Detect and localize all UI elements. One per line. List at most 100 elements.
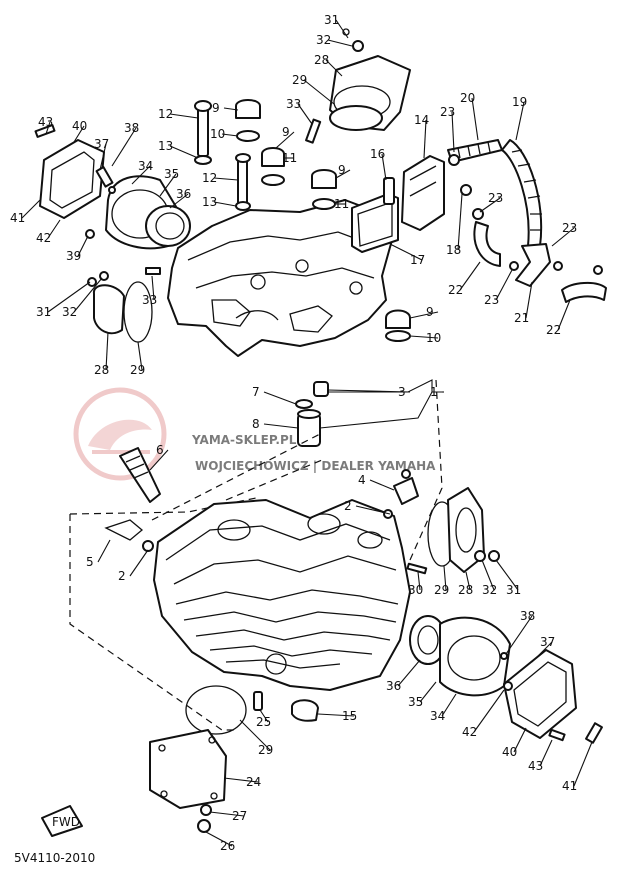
callout-34: 34 — [430, 709, 445, 723]
leader-line-35 — [159, 173, 177, 197]
callout-7: 7 — [252, 385, 260, 399]
leader-line-7 — [263, 391, 297, 405]
callout-3: 3 — [398, 385, 406, 399]
callout-21: 21 — [514, 311, 529, 325]
leader-line-17 — [389, 243, 423, 261]
leader-line-42 — [473, 689, 505, 733]
leader-line-34 — [441, 693, 457, 717]
leader-line-5 — [97, 539, 111, 563]
leader-line-36 — [397, 659, 421, 687]
callout-9: 9 — [426, 305, 434, 319]
callout-28: 28 — [458, 583, 473, 597]
leader-line-23 — [551, 227, 575, 247]
callout-14: 14 — [414, 113, 429, 127]
callout-42: 42 — [462, 725, 477, 739]
callout-15: 15 — [342, 709, 357, 723]
leader-line-37 — [531, 641, 553, 663]
leader-line-40 — [73, 125, 85, 143]
leader-line-29 — [239, 719, 271, 751]
leader-line-28 — [465, 571, 471, 591]
callout-13: 13 — [202, 195, 217, 209]
callout-34: 34 — [138, 159, 153, 173]
callout-33: 33 — [142, 293, 157, 307]
upper-head-cover — [167, 199, 393, 357]
callout-31: 31 — [324, 13, 339, 27]
leader-line-40 — [513, 727, 527, 753]
spark-plug — [119, 447, 419, 505]
leader-line-18 — [457, 193, 463, 251]
fwd-arrow: FWD — [41, 805, 83, 837]
leader-line-41 — [21, 199, 41, 219]
reed-valve-assembly — [351, 155, 445, 253]
callout-8: 8 — [252, 417, 260, 431]
callout-13: 13 — [158, 139, 173, 153]
watermark: YAMA-SKLEP.PL WOJCIECHOWICZ | DEALER YAM… — [73, 387, 436, 481]
leader-line-22 — [557, 299, 571, 331]
callout-11: 11 — [282, 151, 297, 165]
intake-joint-right — [406, 487, 500, 575]
leader-line-10 — [409, 335, 439, 339]
leader-line-16 — [381, 153, 387, 181]
hoses — [447, 139, 607, 303]
leader-line-9 — [335, 169, 351, 179]
leader-line-14 — [423, 119, 427, 159]
leader-line-23 — [479, 197, 501, 213]
callout-32: 32 — [316, 33, 331, 47]
leader-line-31 — [495, 559, 519, 591]
callout-37: 37 — [540, 635, 555, 649]
intake-joint-top — [329, 28, 411, 131]
callout-29: 29 — [292, 73, 307, 87]
leader-line-29 — [137, 341, 143, 371]
diagram-code: 5V4110-2010 — [14, 851, 95, 865]
callout-33: 33 — [286, 97, 301, 111]
leader-line-24 — [223, 777, 259, 783]
leader-line-30 — [417, 571, 421, 591]
leader-line-4 — [369, 479, 395, 491]
group-brackets — [319, 379, 444, 429]
leader-line-25 — [259, 709, 269, 723]
leader-line-10 — [221, 133, 239, 137]
watermark-subtitle: WOJCIECHOWICZ | DEALER YAMAHA — [195, 459, 436, 473]
head-bolts-upper — [194, 99, 411, 342]
callout-29: 29 — [434, 583, 449, 597]
callout-28: 28 — [314, 53, 329, 67]
leader-line-28 — [325, 59, 343, 77]
callout-29: 29 — [258, 743, 273, 757]
leader-line-26 — [205, 831, 233, 847]
leader-line-34 — [131, 165, 151, 185]
leader-line-38 — [111, 127, 137, 167]
callout-41: 41 — [562, 779, 577, 793]
lower-cylinder-head — [69, 379, 443, 731]
leader-line-19 — [515, 101, 525, 141]
intake-assembly-lower-right — [409, 615, 603, 744]
leader-line-12 — [213, 177, 239, 181]
callout-30: 30 — [408, 583, 423, 597]
callout-40: 40 — [502, 745, 517, 759]
callout-38: 38 — [124, 121, 139, 135]
leader-line-36 — [169, 193, 189, 209]
callout-28: 28 — [94, 363, 109, 377]
callout-29: 29 — [130, 363, 145, 377]
callout-24: 24 — [246, 775, 261, 789]
callout-9: 9 — [212, 101, 220, 115]
callout-22: 22 — [546, 323, 561, 337]
leader-line-38 — [505, 615, 533, 655]
callout-36: 36 — [386, 679, 401, 693]
leader-line-31 — [47, 281, 91, 313]
callout-2: 2 — [344, 499, 352, 513]
callout-23: 23 — [562, 221, 577, 235]
leader-line-28 — [105, 331, 109, 371]
leader-line-43 — [539, 739, 553, 767]
callout-23: 23 — [440, 105, 455, 119]
leader-line-37 — [99, 143, 107, 171]
callout-32: 32 — [482, 583, 497, 597]
leader-line-8 — [263, 423, 299, 429]
callout-40: 40 — [72, 119, 87, 133]
leader-line-12 — [169, 113, 199, 119]
leader-line-21 — [525, 281, 533, 319]
fwd-label: FWD — [52, 815, 80, 829]
callout-23: 23 — [488, 191, 503, 205]
callout-22: 22 — [448, 283, 463, 297]
